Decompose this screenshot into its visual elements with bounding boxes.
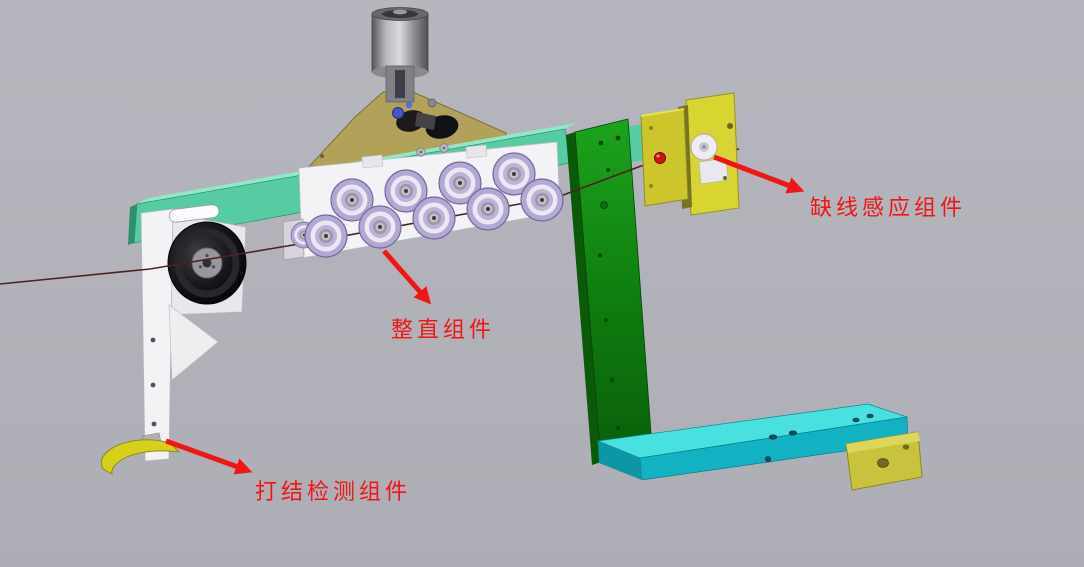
arm-hole xyxy=(788,430,798,436)
arm-hole xyxy=(852,417,860,423)
guide-pin xyxy=(168,204,220,223)
column-screw xyxy=(598,140,604,146)
bracket-hole xyxy=(150,337,156,343)
clevis-slot xyxy=(395,70,405,98)
hub-screw xyxy=(205,253,209,258)
arm-hole xyxy=(866,413,874,419)
roller xyxy=(412,196,456,240)
bracket-hole xyxy=(150,382,156,388)
wire-sensor-assembly xyxy=(640,92,740,216)
clamp-link xyxy=(415,112,436,130)
clamp-bolt xyxy=(427,98,437,108)
roller xyxy=(358,205,402,249)
roller xyxy=(304,214,348,258)
column-hole xyxy=(600,201,608,209)
wheel-axle xyxy=(202,258,212,268)
arm-hole xyxy=(768,434,778,440)
sensor-guide-roller-axle xyxy=(702,145,706,149)
bracket-gusset xyxy=(168,304,219,381)
wheel-tire xyxy=(174,228,240,298)
sensor-block-top-edge xyxy=(640,108,685,117)
arm-front-hole xyxy=(764,455,772,463)
sensor-led xyxy=(654,152,666,164)
annotation-label-knot-detection: 打结检测组件 xyxy=(255,480,412,505)
annotation-label-wire-missing-sensor: 缺线感应组件 xyxy=(810,196,967,221)
column-screw xyxy=(616,426,620,430)
annotation-arrows xyxy=(165,154,805,475)
plate-tab xyxy=(361,154,384,169)
column-side-face xyxy=(566,132,601,465)
arm-end-block-top xyxy=(846,432,920,453)
base-arm xyxy=(596,403,923,491)
end-block-hole xyxy=(877,458,889,468)
hub-screw xyxy=(198,265,203,269)
column-screw xyxy=(606,168,610,172)
roller xyxy=(466,187,510,231)
mount-screw xyxy=(320,154,324,158)
plate-screw-center xyxy=(442,146,446,150)
detection-hook xyxy=(100,439,181,475)
annotation-arrow-knot-detection xyxy=(165,438,253,475)
sensor-hole xyxy=(723,176,727,180)
beam-left-cap xyxy=(128,204,137,245)
bracket-plate xyxy=(140,208,174,462)
plate-screw-center xyxy=(419,150,423,154)
cylinder-top-cap xyxy=(393,9,407,15)
knot-detection-assembly xyxy=(100,204,247,475)
hub-screw xyxy=(211,265,216,269)
sensor-screw xyxy=(649,126,653,130)
column-screw xyxy=(615,135,621,141)
air-cylinder-body xyxy=(371,13,429,73)
annotation-arrow-wire-missing-sensor xyxy=(713,154,805,194)
arm-left-end xyxy=(598,441,642,480)
annotation-label-straightening: 整直组件 xyxy=(391,318,496,343)
sensor-led-highlight xyxy=(656,154,660,158)
end-block-hole xyxy=(902,444,910,450)
clamp-blue-screw xyxy=(392,107,404,119)
column-screw xyxy=(610,378,614,382)
sensor-screw xyxy=(649,184,653,188)
support-column xyxy=(566,118,653,465)
sensor-hole xyxy=(727,123,733,129)
bracket-hole xyxy=(151,421,157,427)
roller xyxy=(520,178,564,222)
clamp-blue-nut xyxy=(405,101,413,109)
column-screw xyxy=(598,253,602,257)
plate-tab xyxy=(465,144,488,159)
column-screw xyxy=(604,318,608,322)
annotation-arrow-straightening xyxy=(382,249,432,305)
